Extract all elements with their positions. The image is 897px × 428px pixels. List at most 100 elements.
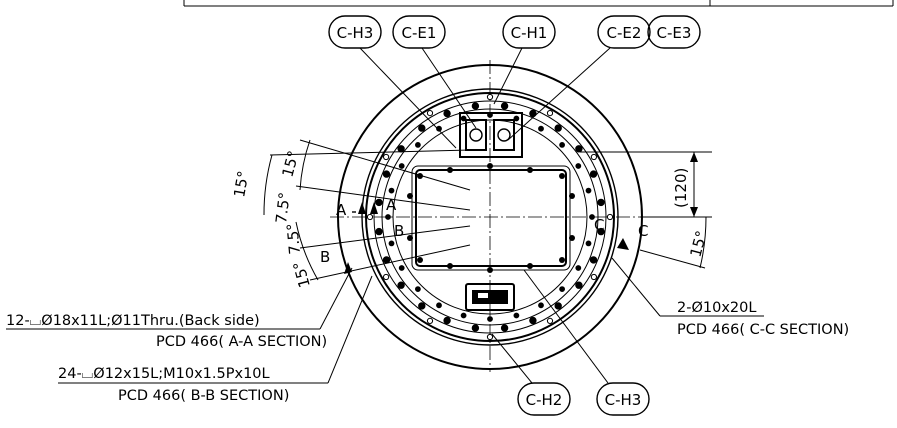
bolt-hole xyxy=(585,240,592,247)
bolt-hole xyxy=(417,257,423,263)
callout-balloon-c-e3 xyxy=(647,15,701,49)
bolt-hole xyxy=(460,312,467,319)
bolt-hole xyxy=(443,109,451,118)
bolt-hole xyxy=(569,193,575,199)
lower-cover-plate xyxy=(465,283,515,311)
callout-balloon-c-h3-top xyxy=(328,15,382,49)
bolt-hole xyxy=(527,263,533,269)
bolt-hole xyxy=(559,142,565,148)
bolt-hole xyxy=(527,167,533,173)
bolt-hole xyxy=(436,125,442,132)
vertical-dimension: (120) 15° xyxy=(580,151,712,269)
bolt-hole xyxy=(447,167,453,173)
vertical-dim-label: (120) xyxy=(672,168,690,208)
callout-c-e3: C-E3 xyxy=(657,24,692,42)
callout-balloons: C-H3 C-E1 C-H1 C-E2 C-E3 C-H2 C-H3 xyxy=(328,15,701,416)
angular-dimensions: 15° 15° 7.5° 7.5° 15° xyxy=(230,139,471,290)
bolt-hole xyxy=(500,102,509,110)
bolt-hole xyxy=(447,263,453,269)
bolt-hole xyxy=(559,257,565,263)
bolt-hole xyxy=(554,124,562,132)
bolt-hole xyxy=(487,163,493,169)
bolt-hole xyxy=(529,316,537,325)
bolt-hole xyxy=(546,317,554,324)
angle-dim-2: 15° xyxy=(278,149,302,179)
bolt-hole xyxy=(575,281,583,289)
bolt-hole xyxy=(590,153,598,161)
bolt-hole xyxy=(486,93,494,101)
bolt-hole xyxy=(397,145,405,153)
bolt-hole xyxy=(397,281,405,289)
bolt-hole xyxy=(436,302,442,309)
bolt-hole xyxy=(597,227,605,236)
bolt-hole xyxy=(589,214,595,220)
section-marks: A A B B C C xyxy=(320,196,648,274)
bolt-hole xyxy=(559,173,565,179)
callout-balloon-c-e2 xyxy=(597,15,651,49)
callout-balloon-c-h2 xyxy=(517,382,571,416)
callout-c-e2: C-E2 xyxy=(607,24,642,42)
center-opening xyxy=(411,165,571,271)
section-c-right: C xyxy=(638,222,648,240)
bolt-hole xyxy=(415,286,421,293)
bolt-hole xyxy=(426,317,434,324)
note-b-line1: 24-⌴Ø12x15L;M10x1.5Px10L xyxy=(58,366,270,382)
angle-dim-6: 15° xyxy=(686,229,710,259)
bolt-hole xyxy=(398,265,405,271)
callout-balloon-c-h3-bottom xyxy=(596,382,650,416)
bolt-hole xyxy=(382,256,391,264)
bolt-hole xyxy=(415,142,421,148)
note-b-line2: PCD 466( B-B SECTION) xyxy=(118,388,289,404)
title-block-frame xyxy=(183,0,894,7)
angle-dim-3: 7.5° xyxy=(272,191,294,224)
bolt-hole xyxy=(471,324,480,332)
bolt-hole xyxy=(538,302,544,309)
section-a-right: A xyxy=(386,196,397,214)
bolt-hole xyxy=(375,227,383,236)
bolt-hole xyxy=(426,110,434,117)
bolt-hole xyxy=(382,170,391,178)
bolt-hole xyxy=(559,286,565,293)
section-b-right: B xyxy=(394,222,404,240)
bolt-hole xyxy=(366,213,374,221)
callout-c-h3-top: C-H3 xyxy=(337,24,374,42)
bolt-hole xyxy=(589,170,598,178)
bolt-hole xyxy=(597,198,605,207)
bolt-hole xyxy=(606,213,614,221)
bolt-hole xyxy=(513,115,520,122)
bolt-hole xyxy=(546,110,554,117)
bolt-hole xyxy=(487,316,493,322)
section-b-left: B xyxy=(320,248,330,266)
bolt-hole xyxy=(388,240,395,247)
bolt-hole xyxy=(569,235,575,241)
callout-balloon-c-e1 xyxy=(392,15,446,49)
leader-notes xyxy=(6,257,764,384)
bolt-hole-pattern xyxy=(366,93,614,341)
callout-c-h2: C-H2 xyxy=(526,391,563,409)
bolt-hole xyxy=(538,125,544,132)
bolt-hole xyxy=(513,312,520,319)
bolt-hole xyxy=(575,145,583,153)
angle-dim-5: 15° xyxy=(290,259,314,289)
angle-dim-4: 7.5° xyxy=(283,222,304,255)
bolt-hole xyxy=(383,273,390,281)
callout-balloon-c-h1 xyxy=(502,15,556,49)
note-a-line1: 12-⌴Ø18x11L;Ø11Thru.(Back side) xyxy=(6,313,260,329)
note-c-line2: PCD 466( C-C SECTION) xyxy=(677,322,849,338)
bolt-hole xyxy=(554,302,562,310)
callout-c-e1: C-E1 xyxy=(402,24,437,42)
bolt-hole xyxy=(575,265,582,271)
callout-c-h3-bottom: C-H3 xyxy=(605,391,642,409)
note-c-line1: 2-Ø10x20L xyxy=(677,300,756,316)
bolt-hole xyxy=(500,324,509,332)
bolt-hole xyxy=(529,109,537,118)
bolt-hole xyxy=(575,163,582,169)
bolt-hole xyxy=(487,267,493,273)
bolt-hole xyxy=(388,187,395,194)
bolt-hole xyxy=(590,273,598,281)
bolt-hole xyxy=(398,163,405,169)
bolt-hole xyxy=(486,333,494,341)
bolt-hole xyxy=(383,153,390,161)
bolt-hole xyxy=(407,193,413,199)
